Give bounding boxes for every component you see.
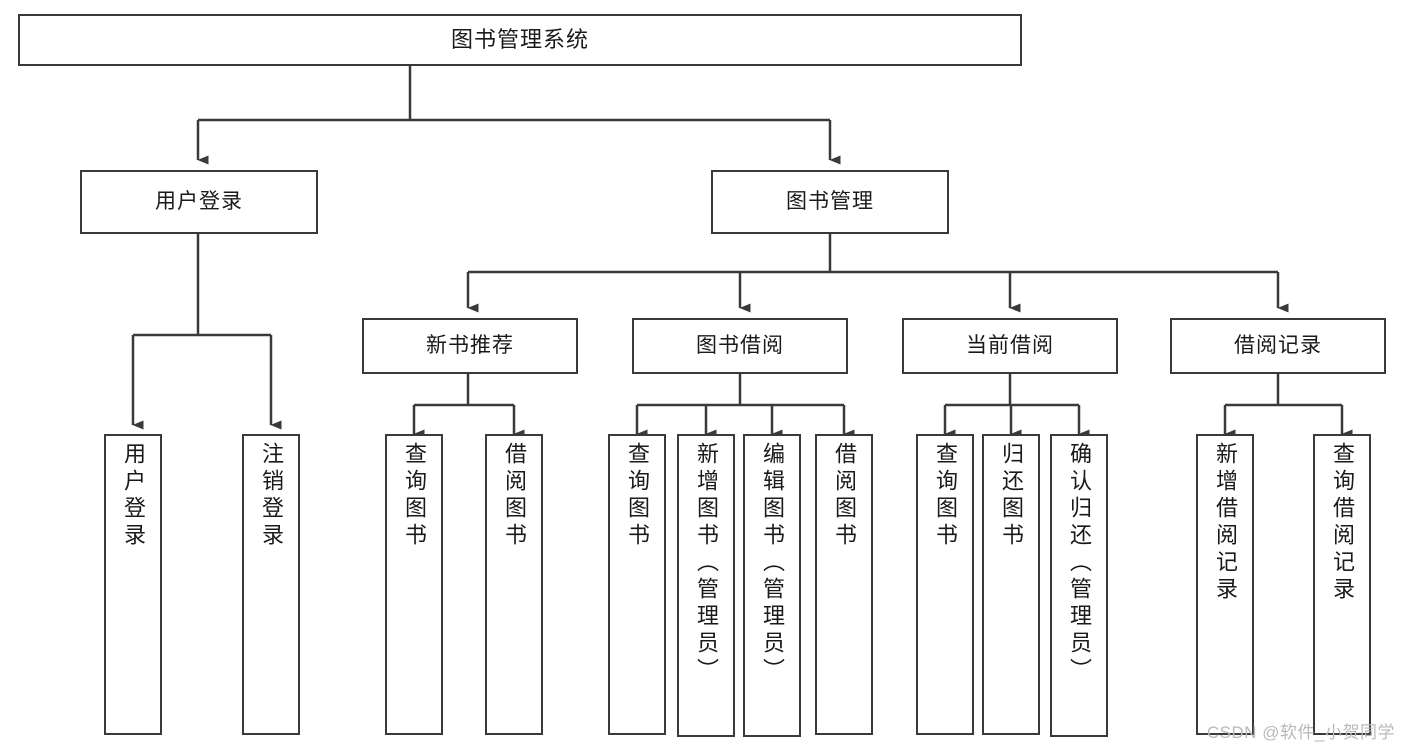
node-label: 编辑图书（管理员） — [760, 442, 785, 685]
node-label: 借阅记录 — [1234, 333, 1322, 357]
node-book-borrow[interactable]: 图书借阅 — [632, 318, 848, 374]
node-label: 新书推荐 — [426, 333, 514, 357]
node-label: 查询图书 — [625, 442, 650, 550]
leaf-user-login-login[interactable]: 用户登录 — [104, 434, 162, 735]
node-root-book-management-system[interactable]: 图书管理系统 — [18, 14, 1022, 66]
leaf-book-borrow-edit-admin[interactable]: 编辑图书（管理员） — [743, 434, 801, 737]
node-borrow-record[interactable]: 借阅记录 — [1170, 318, 1386, 374]
leaf-book-borrow-borrow[interactable]: 借阅图书 — [815, 434, 873, 735]
leaf-book-borrow-add-admin[interactable]: 新增图书（管理员） — [677, 434, 735, 737]
node-label: 当前借阅 — [966, 333, 1054, 357]
node-new-book-recommend[interactable]: 新书推荐 — [362, 318, 578, 374]
leaf-current-borrow-return[interactable]: 归还图书 — [982, 434, 1040, 735]
node-book-management[interactable]: 图书管理 — [711, 170, 949, 234]
node-label: 查询借阅记录 — [1330, 442, 1355, 604]
node-label: 新增图书（管理员） — [694, 442, 719, 685]
node-label: 图书借阅 — [696, 333, 784, 357]
node-current-borrow[interactable]: 当前借阅 — [902, 318, 1118, 374]
node-label: 查询图书 — [933, 442, 958, 550]
node-label: 用户登录 — [121, 442, 146, 550]
csdn-watermark: CSDN @软件_小贺同学 — [1206, 723, 1395, 742]
node-label: 归还图书 — [999, 442, 1024, 550]
leaf-new-book-query[interactable]: 查询图书 — [385, 434, 443, 735]
node-label: 借阅图书 — [502, 442, 527, 550]
node-label: 查询图书 — [402, 442, 427, 550]
node-label: 用户登录 — [155, 189, 243, 213]
node-label: 图书管理系统 — [450, 27, 589, 53]
leaf-borrow-record-query[interactable]: 查询借阅记录 — [1313, 434, 1371, 735]
leaf-current-borrow-query[interactable]: 查询图书 — [916, 434, 974, 735]
node-label: 借阅图书 — [832, 442, 857, 550]
leaf-book-borrow-query[interactable]: 查询图书 — [608, 434, 666, 735]
leaf-user-login-logout[interactable]: 注销登录 — [242, 434, 300, 735]
node-user-login[interactable]: 用户登录 — [80, 170, 318, 234]
leaf-current-borrow-confirm-return-admin[interactable]: 确认归还（管理员） — [1050, 434, 1108, 737]
node-label: 图书管理 — [786, 189, 874, 213]
node-label: 注销登录 — [259, 442, 284, 550]
node-label: 确认归还（管理员） — [1067, 442, 1092, 685]
leaf-new-book-borrow[interactable]: 借阅图书 — [485, 434, 543, 735]
node-label: 新增借阅记录 — [1213, 442, 1238, 604]
leaf-borrow-record-add[interactable]: 新增借阅记录 — [1196, 434, 1254, 735]
